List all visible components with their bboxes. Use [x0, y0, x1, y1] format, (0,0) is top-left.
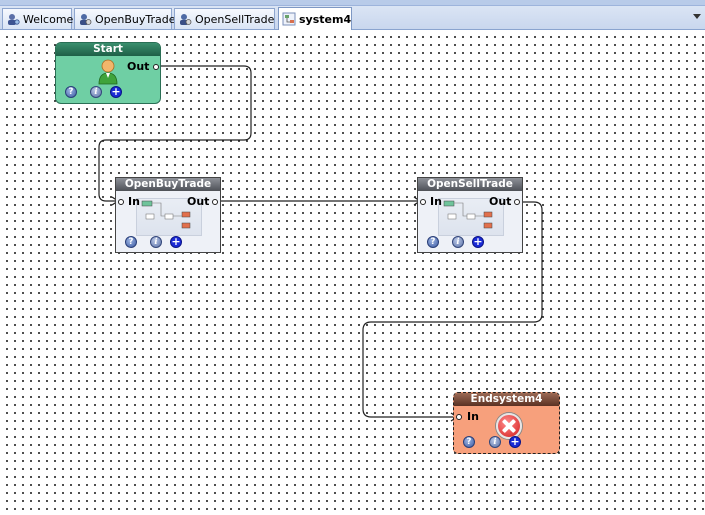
openbuytrade-help-button[interactable]: ? — [125, 236, 137, 248]
tab-list-dropdown-icon[interactable] — [693, 14, 701, 19]
openbuytrade-in-label: In — [128, 195, 140, 208]
user-icon — [97, 59, 119, 85]
tab-openbuytrade[interactable]: OpenBuyTrade — [74, 8, 176, 29]
openbuytrade-info-button[interactable]: i — [150, 236, 162, 248]
tab-openselltrade-label: OpenSellTrade — [195, 12, 275, 26]
openselltrade-info-button[interactable]: i — [452, 236, 464, 248]
endsystem4-node[interactable]: Endsystem4 In ? i + — [453, 392, 560, 454]
start-node-title: Start — [56, 43, 160, 56]
start-node[interactable]: Start Out ? i + — [55, 42, 161, 104]
openselltrade-add-button[interactable]: + — [472, 235, 484, 248]
stop-x-icon — [496, 413, 522, 439]
tab-bar-border — [0, 0, 705, 6]
subsystem-preview-thumbnail — [438, 198, 504, 236]
tab-system4[interactable]: system4 — [278, 7, 352, 30]
openbuytrade-out-label: Out — [187, 195, 210, 208]
tab-openselltrade[interactable]: OpenSellTrade — [174, 8, 275, 29]
start-help-button[interactable]: ? — [65, 86, 77, 98]
welcome-tab-icon — [6, 12, 20, 26]
openselltrade-node[interactable]: OpenSellTrade In Out ? i + — [417, 177, 523, 253]
openselltrade-out-port[interactable] — [514, 199, 520, 205]
start-info-button[interactable]: i — [90, 86, 102, 98]
subsystem-preview-thumbnail — [136, 198, 202, 236]
system-tab-icon — [282, 12, 296, 26]
openbuytrade-in-port[interactable] — [118, 199, 124, 205]
start-out-label: Out — [127, 60, 150, 73]
openselltrade-out-label: Out — [489, 195, 512, 208]
endsystem4-node-title: Endsystem4 — [454, 393, 559, 406]
tab-bar: Welcome OpenBuyTrade OpenSellTrade syste… — [0, 0, 705, 30]
openselltrade-node-title: OpenSellTrade — [418, 178, 522, 191]
tab-openbuytrade-label: OpenBuyTrade — [95, 12, 176, 26]
start-add-button[interactable]: + — [110, 85, 122, 98]
endsystem4-add-button[interactable]: + — [509, 435, 521, 448]
tab-system4-label: system4 — [299, 12, 352, 26]
openbuytrade-out-port[interactable] — [212, 199, 218, 205]
endsystem4-in-label: In — [467, 410, 479, 423]
endsystem4-in-port[interactable] — [456, 414, 462, 420]
subsystem-tab-icon — [178, 12, 192, 26]
openselltrade-in-label: In — [430, 195, 442, 208]
openselltrade-help-button[interactable]: ? — [427, 236, 439, 248]
endsystem4-info-button[interactable]: i — [489, 436, 501, 448]
tab-welcome-label: Welcome — [23, 12, 74, 26]
subsystem-tab-icon — [78, 12, 92, 26]
endsystem4-help-button[interactable]: ? — [463, 436, 475, 448]
openselltrade-in-port[interactable] — [420, 199, 426, 205]
openbuytrade-add-button[interactable]: + — [170, 235, 182, 248]
start-out-port[interactable] — [153, 64, 159, 70]
openbuytrade-node[interactable]: OpenBuyTrade In Out ? i + — [115, 177, 221, 253]
openbuytrade-node-title: OpenBuyTrade — [116, 178, 220, 191]
tab-welcome[interactable]: Welcome — [2, 8, 74, 29]
